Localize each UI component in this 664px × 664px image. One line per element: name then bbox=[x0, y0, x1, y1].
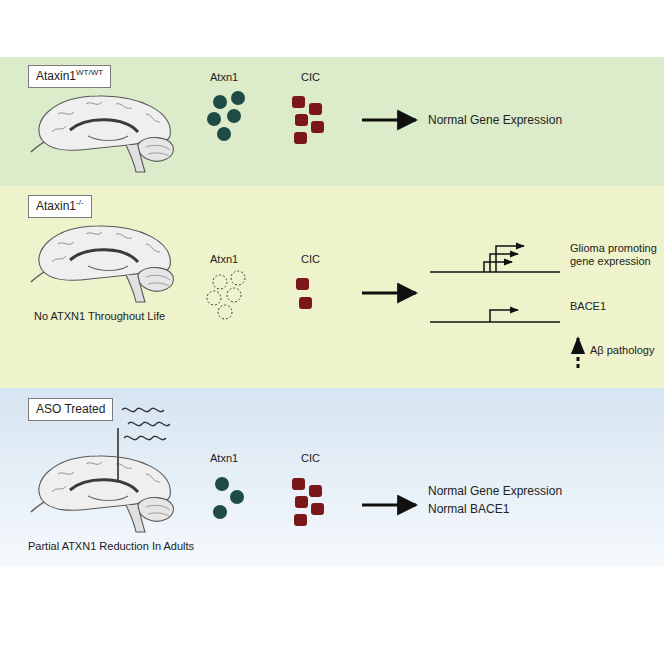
brain-drawing bbox=[31, 226, 173, 302]
brain-drawing bbox=[31, 96, 173, 172]
cic-molecules bbox=[292, 96, 324, 144]
band-text: Glioma promoting gene expression bbox=[570, 242, 660, 268]
transcription-arrow bbox=[484, 262, 512, 272]
atxn1-molecules bbox=[207, 91, 245, 141]
gene-line bbox=[430, 321, 560, 323]
injection-needle bbox=[117, 428, 119, 480]
cic-molecules bbox=[292, 478, 324, 526]
result-arrow bbox=[362, 119, 416, 122]
transcription-arrow bbox=[496, 246, 524, 272]
gene-line bbox=[430, 271, 560, 273]
genotype-name: Ataxin1 bbox=[36, 69, 76, 83]
genotype-name: ASO Treated bbox=[36, 402, 105, 416]
treatment-label-box: ASO Treated bbox=[28, 398, 113, 421]
band-text: Aβ pathology bbox=[590, 344, 654, 357]
band-text: Normal Gene Expression bbox=[428, 113, 562, 127]
transcription-arrow bbox=[490, 310, 518, 322]
condition-band: No ATXN1 Throughout Life Atxn1 CIC Glioma p… bbox=[0, 186, 664, 388]
genotype-label-box: Ataxin1-/- bbox=[28, 195, 92, 218]
cic-molecules bbox=[296, 278, 312, 309]
atxn1-molecules bbox=[213, 477, 244, 519]
band-text: Normal BACE1 bbox=[428, 502, 509, 516]
result-arrow bbox=[362, 504, 416, 507]
brain-drawing bbox=[31, 456, 173, 532]
band-text: Atxn1 bbox=[210, 253, 238, 266]
absent-atxn1-molecules bbox=[207, 271, 245, 319]
aso-oligos bbox=[122, 408, 170, 439]
band-text: BACE1 bbox=[570, 300, 606, 313]
genotype-superscript: WT/WT bbox=[76, 68, 103, 77]
band-text: CIC bbox=[301, 452, 320, 465]
genotype-label-box: Ataxin1WT/WT bbox=[28, 65, 111, 88]
increase-arrow bbox=[577, 338, 580, 368]
transcription-arrow bbox=[490, 254, 518, 272]
band-text: CIC bbox=[301, 71, 320, 84]
band-text: CIC bbox=[301, 253, 320, 266]
result-arrow bbox=[362, 292, 416, 295]
genotype-name: Ataxin1 bbox=[36, 199, 76, 213]
band-text: Partial ATXN1 Reduction In Adults bbox=[28, 540, 194, 553]
band-text: Normal Gene Expression bbox=[428, 484, 562, 498]
band-text: Atxn1 bbox=[210, 71, 238, 84]
band-text: No ATXN1 Throughout Life bbox=[34, 310, 165, 323]
band-text: Atxn1 bbox=[210, 452, 238, 465]
gene-expression-symbols bbox=[430, 246, 560, 322]
genotype-superscript: -/- bbox=[76, 198, 84, 207]
